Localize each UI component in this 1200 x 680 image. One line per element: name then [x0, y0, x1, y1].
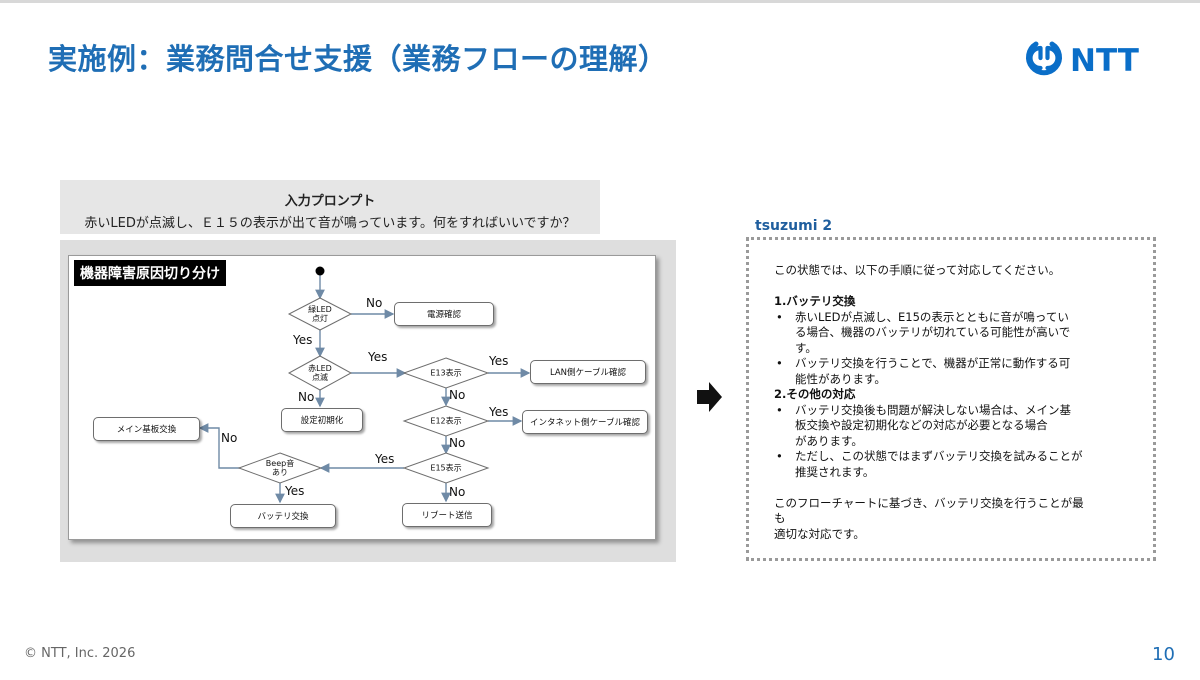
response-intro: この状態では、以下の手順に従って対応してください。: [774, 263, 1061, 277]
edge-label-yes: Yes: [285, 484, 305, 498]
slide-title: 実施例：業務問合せ支援（業務フローの理解）: [48, 42, 668, 76]
right-arrow-icon: [697, 382, 722, 412]
section-heading: 1.バッテリ交換: [774, 294, 856, 308]
edge-label-yes: Yes: [293, 333, 313, 347]
edge-label-yes: Yes: [489, 354, 509, 368]
top-divider: [0, 0, 1200, 3]
edge-label-no: No: [298, 390, 315, 404]
bullet-item: • バッテリ交換後も問題が解決しない場合は、メイン基 板交換や設定初期化などの対…: [774, 403, 1094, 450]
copyright: © NTT, Inc. 2026: [24, 646, 136, 661]
bullet-line: があります。: [795, 433, 863, 448]
response-text: この状態では、以下の手順に従って対応してください。 1.バッテリ交換 • 赤いL…: [774, 263, 1094, 542]
section-heading: 2.その他の対応: [774, 387, 856, 401]
process-power-check: 電源確認: [394, 302, 494, 326]
ntt-logo: NTT: [1026, 41, 1139, 79]
decision-e15-label: E15表示: [430, 463, 462, 473]
decision-green-led: [287, 297, 353, 331]
bullet-dot-icon: •: [776, 402, 783, 417]
bullet-line: ただし、この状態ではまずバッテリ交換を試みることが: [795, 449, 1083, 463]
conclusion-line: このフローチャートに基づき、バッテリ交換を行うことが最も: [774, 495, 1084, 526]
bullet-line: る場合、機器のバッテリが切れている可能性が高いで: [795, 325, 1071, 339]
decision-e12: [402, 405, 490, 437]
model-label: tsuzumi 2: [755, 218, 833, 234]
edge-label-no: No: [449, 436, 466, 450]
edge-label-yes: Yes: [368, 350, 388, 364]
ntt-logo-icon: [1026, 41, 1062, 76]
bullet-line: 能性があります。: [795, 371, 886, 386]
bullet-line: バッテリ交換を行うことで、機器が正常に動作する可: [795, 356, 1071, 370]
response-conclusion: このフローチャートに基づき、バッテリ交換を行うことが最も 適切な対応です。: [774, 496, 1094, 543]
bullet-line: バッテリ交換後も問題が解決しない場合は、メイン基: [795, 402, 1071, 417]
start-node: [315, 266, 325, 276]
edge-label-no: No: [449, 388, 466, 402]
decision-red-led: [287, 355, 353, 391]
edge-label-no: No: [221, 431, 238, 445]
decision-beep-label: Beep音あり: [265, 459, 295, 477]
bullet-dot-icon: •: [776, 449, 783, 463]
edge-beep-no: [198, 423, 240, 469]
bullet-dot-icon: •: [776, 309, 783, 324]
bullet-line: 推奨されます。: [795, 464, 875, 479]
bullet-line: 板交換や設定初期化などの対応が必要となる場合: [795, 418, 1048, 432]
decision-e12-label: E12表示: [430, 416, 462, 426]
conclusion-line: 適切な対応です。: [774, 526, 865, 541]
response-panel: この状態では、以下の手順に従って対応してください。 1.バッテリ交換 • 赤いL…: [746, 237, 1156, 561]
page-number: 10: [1152, 644, 1175, 665]
decision-e13: [402, 357, 490, 389]
process-lan-cable: LAN側ケーブル確認: [530, 360, 646, 384]
bullet-line: 赤いLEDが点滅し、E15の表示とともに音が鳴ってい: [795, 309, 1069, 324]
bullet-line: す。: [795, 340, 817, 355]
process-reboot: リブート送信: [402, 503, 492, 527]
input-prompt-panel: 入力プロンプト 赤いLEDが点滅し、Ｅ１５の表示が出て音が鳴っています。何をすれ…: [60, 180, 600, 234]
ntt-logo-text: NTT: [1070, 43, 1139, 79]
edge-label-no: No: [449, 485, 466, 499]
flowchart-edges: [198, 266, 531, 504]
prompt-text: 赤いLEDが点滅し、Ｅ１５の表示が出て音が鳴っています。何をすればいいですか？: [84, 216, 576, 231]
decision-e15: [402, 452, 490, 484]
flowchart-title: 機器障害原因切り分け: [74, 260, 226, 286]
bullet-item: • バッテリ交換を行うことで、機器が正常に動作する可 能性があります。: [774, 356, 1094, 387]
decision-beep: [237, 452, 323, 484]
process-init-settings: 設定初期化: [281, 408, 363, 432]
bullet-item: • 赤いLEDが点滅し、E15の表示とともに音が鳴ってい る場合、機器のバッテリ…: [774, 310, 1094, 357]
process-main-board: メイン基板交換: [93, 417, 200, 441]
process-internet-cable: インタネット側ケーブル確認: [522, 410, 648, 434]
process-battery: バッテリ交換: [230, 504, 336, 528]
edge-label-no: No: [366, 296, 383, 310]
bullet-item: • ただし、この状態ではまずバッテリ交換を試みることが 推奨されます。: [774, 449, 1094, 480]
edge-label-yes: Yes: [375, 452, 395, 466]
bullet-dot-icon: •: [776, 356, 783, 370]
decision-e13-label: E13表示: [430, 368, 462, 378]
prompt-heading: 入力プロンプト: [284, 194, 376, 209]
edge-label-yes: Yes: [489, 405, 509, 419]
